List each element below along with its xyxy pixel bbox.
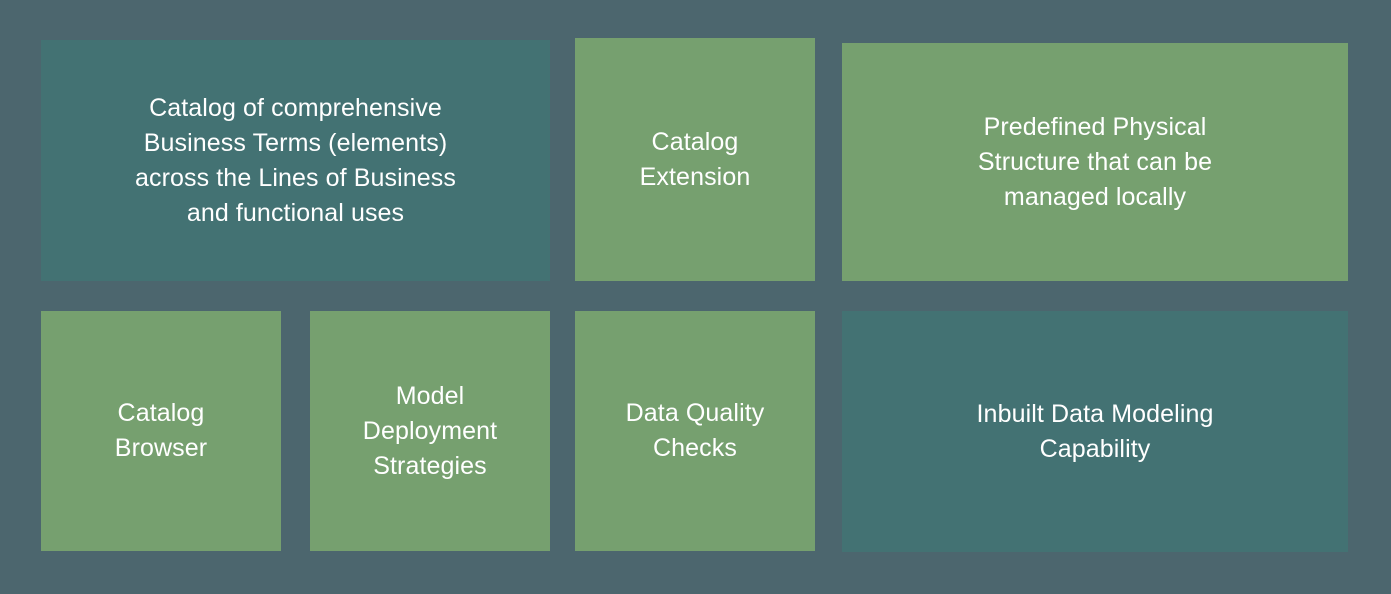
tile-business-terms-label: Catalog of comprehensive Business Terms … xyxy=(134,93,457,227)
tile-model-deployment-strategies-label: Model Deployment Strategies xyxy=(362,381,498,480)
tile-catalog-extension-label: Catalog Extension xyxy=(639,127,751,191)
tile-predefined-physical-structure[interactable]: Predefined Physical Structure that can b… xyxy=(842,43,1348,281)
tile-catalog-browser[interactable]: Catalog Browser xyxy=(41,311,281,551)
tile-business-terms[interactable]: Catalog of comprehensive Business Terms … xyxy=(41,40,550,281)
tile-catalog-browser-label: Catalog Browser xyxy=(114,399,208,462)
tile-data-quality-checks[interactable]: Data Quality Checks xyxy=(575,311,815,551)
tile-predefined-physical-structure-label: Predefined Physical Structure that can b… xyxy=(977,112,1213,211)
tile-catalog-extension[interactable]: Catalog Extension xyxy=(575,38,815,281)
tile-inbuilt-data-modeling-capability-label: Inbuilt Data Modeling Capability xyxy=(976,399,1214,463)
tile-inbuilt-data-modeling-capability[interactable]: Inbuilt Data Modeling Capability xyxy=(842,311,1348,552)
tile-data-quality-checks-label: Data Quality Checks xyxy=(625,399,765,462)
tile-model-deployment-strategies[interactable]: Model Deployment Strategies xyxy=(310,311,550,551)
